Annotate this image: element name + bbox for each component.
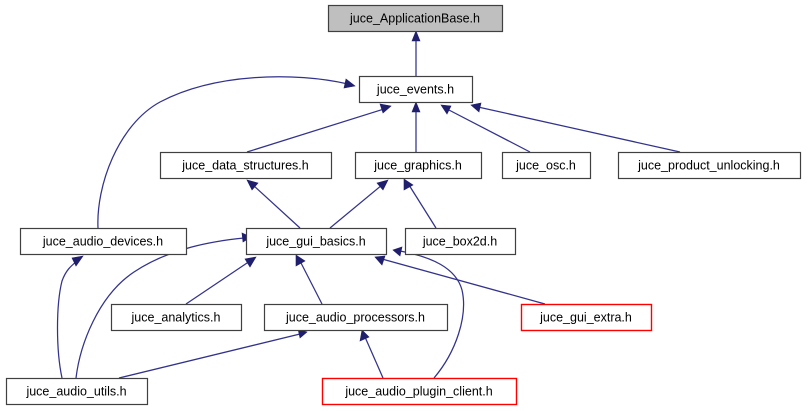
edge-gui_basics-to-data_structures [246,179,301,229]
arrowhead-icon [71,255,84,267]
arrowhead-icon [440,104,452,115]
arrowhead-icon [376,179,389,191]
edge-graphics-to-events [411,101,421,152]
edge-line [56,260,78,379]
arrowhead-icon [470,102,482,113]
node-audio_processors[interactable]: juce_audio_processors.h [263,303,449,332]
edge-gui_basics-to-graphics [329,179,389,229]
arrowhead-icon [411,30,421,42]
node-box[interactable] [520,303,653,332]
edge-line [477,106,681,153]
edge-audio_devices-to-events [97,76,356,229]
edge-line [399,250,465,379]
edge-line [329,184,383,229]
node-graphics[interactable]: juce_graphics.h [354,151,483,180]
edge-audio_plugin_client-to-gui_basics [392,246,465,379]
edge-line [408,184,437,229]
edge-data_structures-to-events [246,103,392,153]
node-box[interactable] [501,151,592,180]
node-audio_devices[interactable]: juce_audio_devices.h [19,227,188,256]
edge-layer [56,30,681,379]
node-box[interactable] [358,75,474,104]
edge-line [252,184,301,229]
arrowhead-icon [295,254,306,267]
node-box[interactable] [5,377,149,406]
node-box[interactable] [159,151,333,180]
node-app_base[interactable]: juce_ApplicationBase.h [327,4,504,33]
node-events[interactable]: juce_events.h [358,75,474,104]
edge-line [185,260,251,305]
node-audio_utils[interactable]: juce_audio_utils.h [5,377,149,406]
node-box[interactable] [617,151,802,180]
node-product_unlocking[interactable]: juce_product_unlocking.h [617,151,802,180]
edge-line [381,258,546,305]
edge-audio_processors-to-gui_basics [295,254,323,305]
node-gui_basics[interactable]: juce_gui_basics.h [245,227,388,256]
arrowhead-icon [343,78,356,89]
edge-line [118,333,301,379]
node-box[interactable] [19,227,188,256]
edge-line [246,108,385,153]
edge-audio_plugin_client-to-audio_processors [359,329,384,379]
node-audio_plugin_client[interactable]: juce_audio_plugin_client.h [321,377,518,406]
edge-osc-to-events [440,104,531,153]
node-osc[interactable]: juce_osc.h [501,151,592,180]
node-box[interactable] [245,227,388,256]
edge-audio_utils-to-audio_processors [118,328,308,379]
arrowhead-icon [244,256,257,268]
arrowhead-icon [392,246,403,257]
node-box[interactable] [327,4,504,33]
node-data_structures[interactable]: juce_data_structures.h [159,151,333,180]
edge-product_unlocking-to-events [470,102,681,153]
edge-gui_extra-to-gui_basics [374,255,546,305]
arrowhead-icon [379,103,392,114]
node-layer: juce_ApplicationBase.h juce_events.h juce_… [5,4,802,406]
edge-analytics-to-gui_basics [185,256,257,305]
edge-line [97,76,349,229]
arrowhead-icon [359,329,370,342]
edge-line [299,260,323,305]
node-analytics[interactable]: juce_analytics.h [110,303,243,332]
arrowhead-icon [374,255,386,266]
edge-line [364,336,384,379]
edge-events-to-app_base [411,30,421,76]
node-box2d[interactable]: juce_box2d.h [404,227,517,256]
arrowhead-icon [246,179,259,191]
edge-line [75,237,245,379]
node-box[interactable] [321,377,518,406]
node-gui_extra[interactable]: juce_gui_extra.h [520,303,653,332]
node-box[interactable] [110,303,243,332]
edge-audio_utils-to-audio_devices [56,255,84,379]
node-box[interactable] [404,227,517,256]
node-box[interactable] [263,303,449,332]
arrowhead-icon [403,178,414,191]
arrowhead-icon [411,101,421,113]
edge-line [446,108,531,153]
edge-box2d-to-graphics [403,178,437,229]
node-box[interactable] [354,151,483,180]
